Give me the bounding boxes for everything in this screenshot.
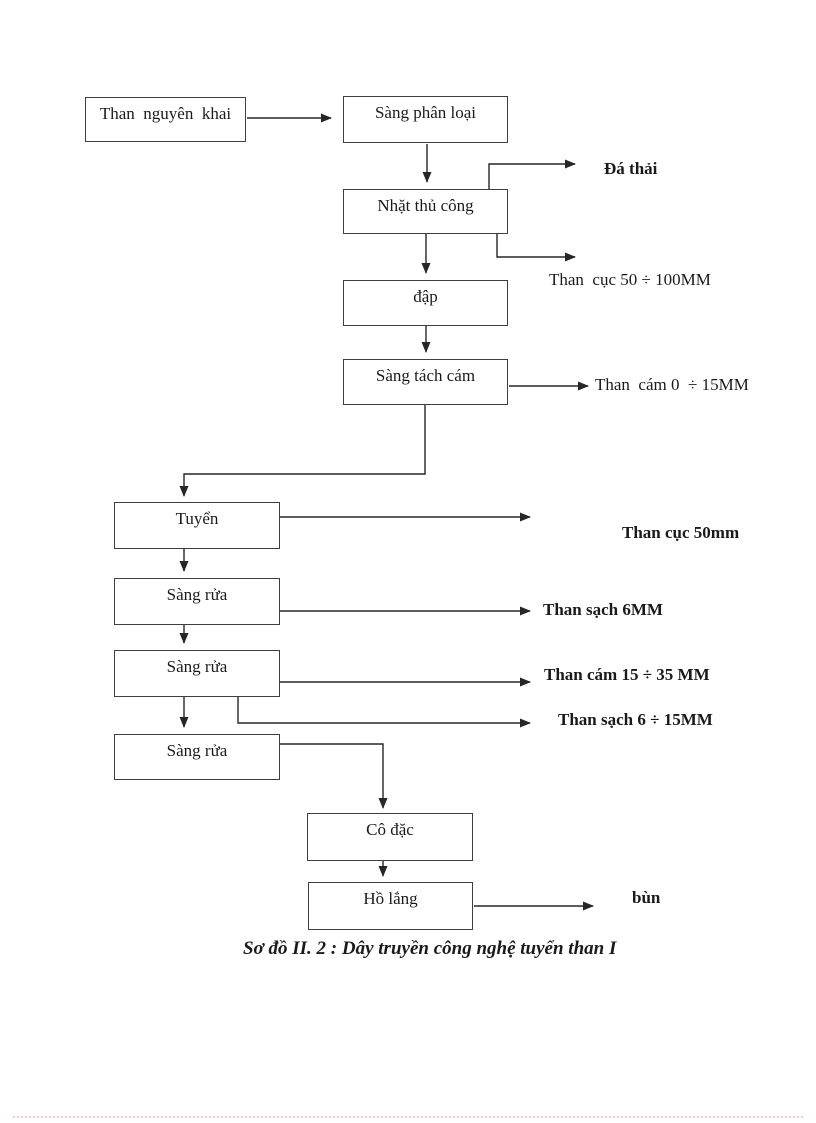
node-than-nguyen-khai: Than nguyên khai (85, 97, 246, 142)
node-nhat-thu-cong: Nhặt thủ công (343, 189, 508, 234)
output-label-than-cuc-50: Than cục 50mm (622, 523, 740, 542)
node-sang-tach-cam: Sàng tách cám (343, 359, 508, 405)
node-sang-rua-2: Sàng rửa (114, 650, 280, 697)
node-sang-phan-loai: Sàng phân loại (343, 96, 508, 143)
node-label: Sàng tách cám (375, 366, 476, 385)
output-label-da-thai: Đá thải (604, 159, 658, 178)
node-label: Sàng phân loại (374, 103, 477, 122)
node-label: Sàng rửa (166, 741, 228, 760)
arrow-sang-rua-3-to-co-dac (280, 743, 388, 809)
output-label-than-sach-6: Than sạch 6MM (543, 600, 663, 619)
output-label-than-cam-0-15: Than cám 0 ÷ 15MM (595, 375, 749, 394)
node-label: Cô đặc (366, 820, 414, 839)
node-ho-lang: Hồ lắng (308, 882, 473, 930)
arrow-picking-to-than-cuc-50-100 (496, 234, 576, 262)
arrow-picking-to-da-thai (488, 159, 576, 189)
node-label: Sàng rửa (166, 585, 228, 604)
node-sang-rua-3: Sàng rửa (114, 734, 280, 780)
arrow-sang-rua-2-to-than-sach-6-15 (237, 697, 531, 728)
page-footer-rule (13, 1116, 803, 1118)
node-label: đập (413, 287, 438, 306)
node-label: Hồ lắng (363, 889, 418, 908)
node-sang-rua-1: Sàng rửa (114, 578, 280, 625)
node-label: Tuyển (175, 509, 219, 528)
output-label-bun: bùn (632, 888, 661, 907)
node-co-dac: Cô đặc (307, 813, 473, 861)
node-label: Nhặt thủ công (377, 196, 474, 215)
node-label: Sàng rửa (166, 657, 228, 676)
arrow-sang-tach-cam-to-tuyen (179, 405, 426, 497)
node-tuyen: Tuyển (114, 502, 280, 549)
output-label-than-cuc-50-100: Than cục 50 ÷ 100MM (549, 270, 711, 289)
node-dap: đập (343, 280, 508, 326)
diagram-caption: Sơ đồ II. 2 : Dây truyền công nghệ tuyển… (243, 938, 617, 959)
node-label: Than nguyên khai (99, 104, 232, 123)
output-label-than-sach-6-15: Than sạch 6 ÷ 15MM (558, 710, 713, 729)
output-label-than-cam-15-35: Than cám 15 ÷ 35 MM (544, 665, 710, 684)
